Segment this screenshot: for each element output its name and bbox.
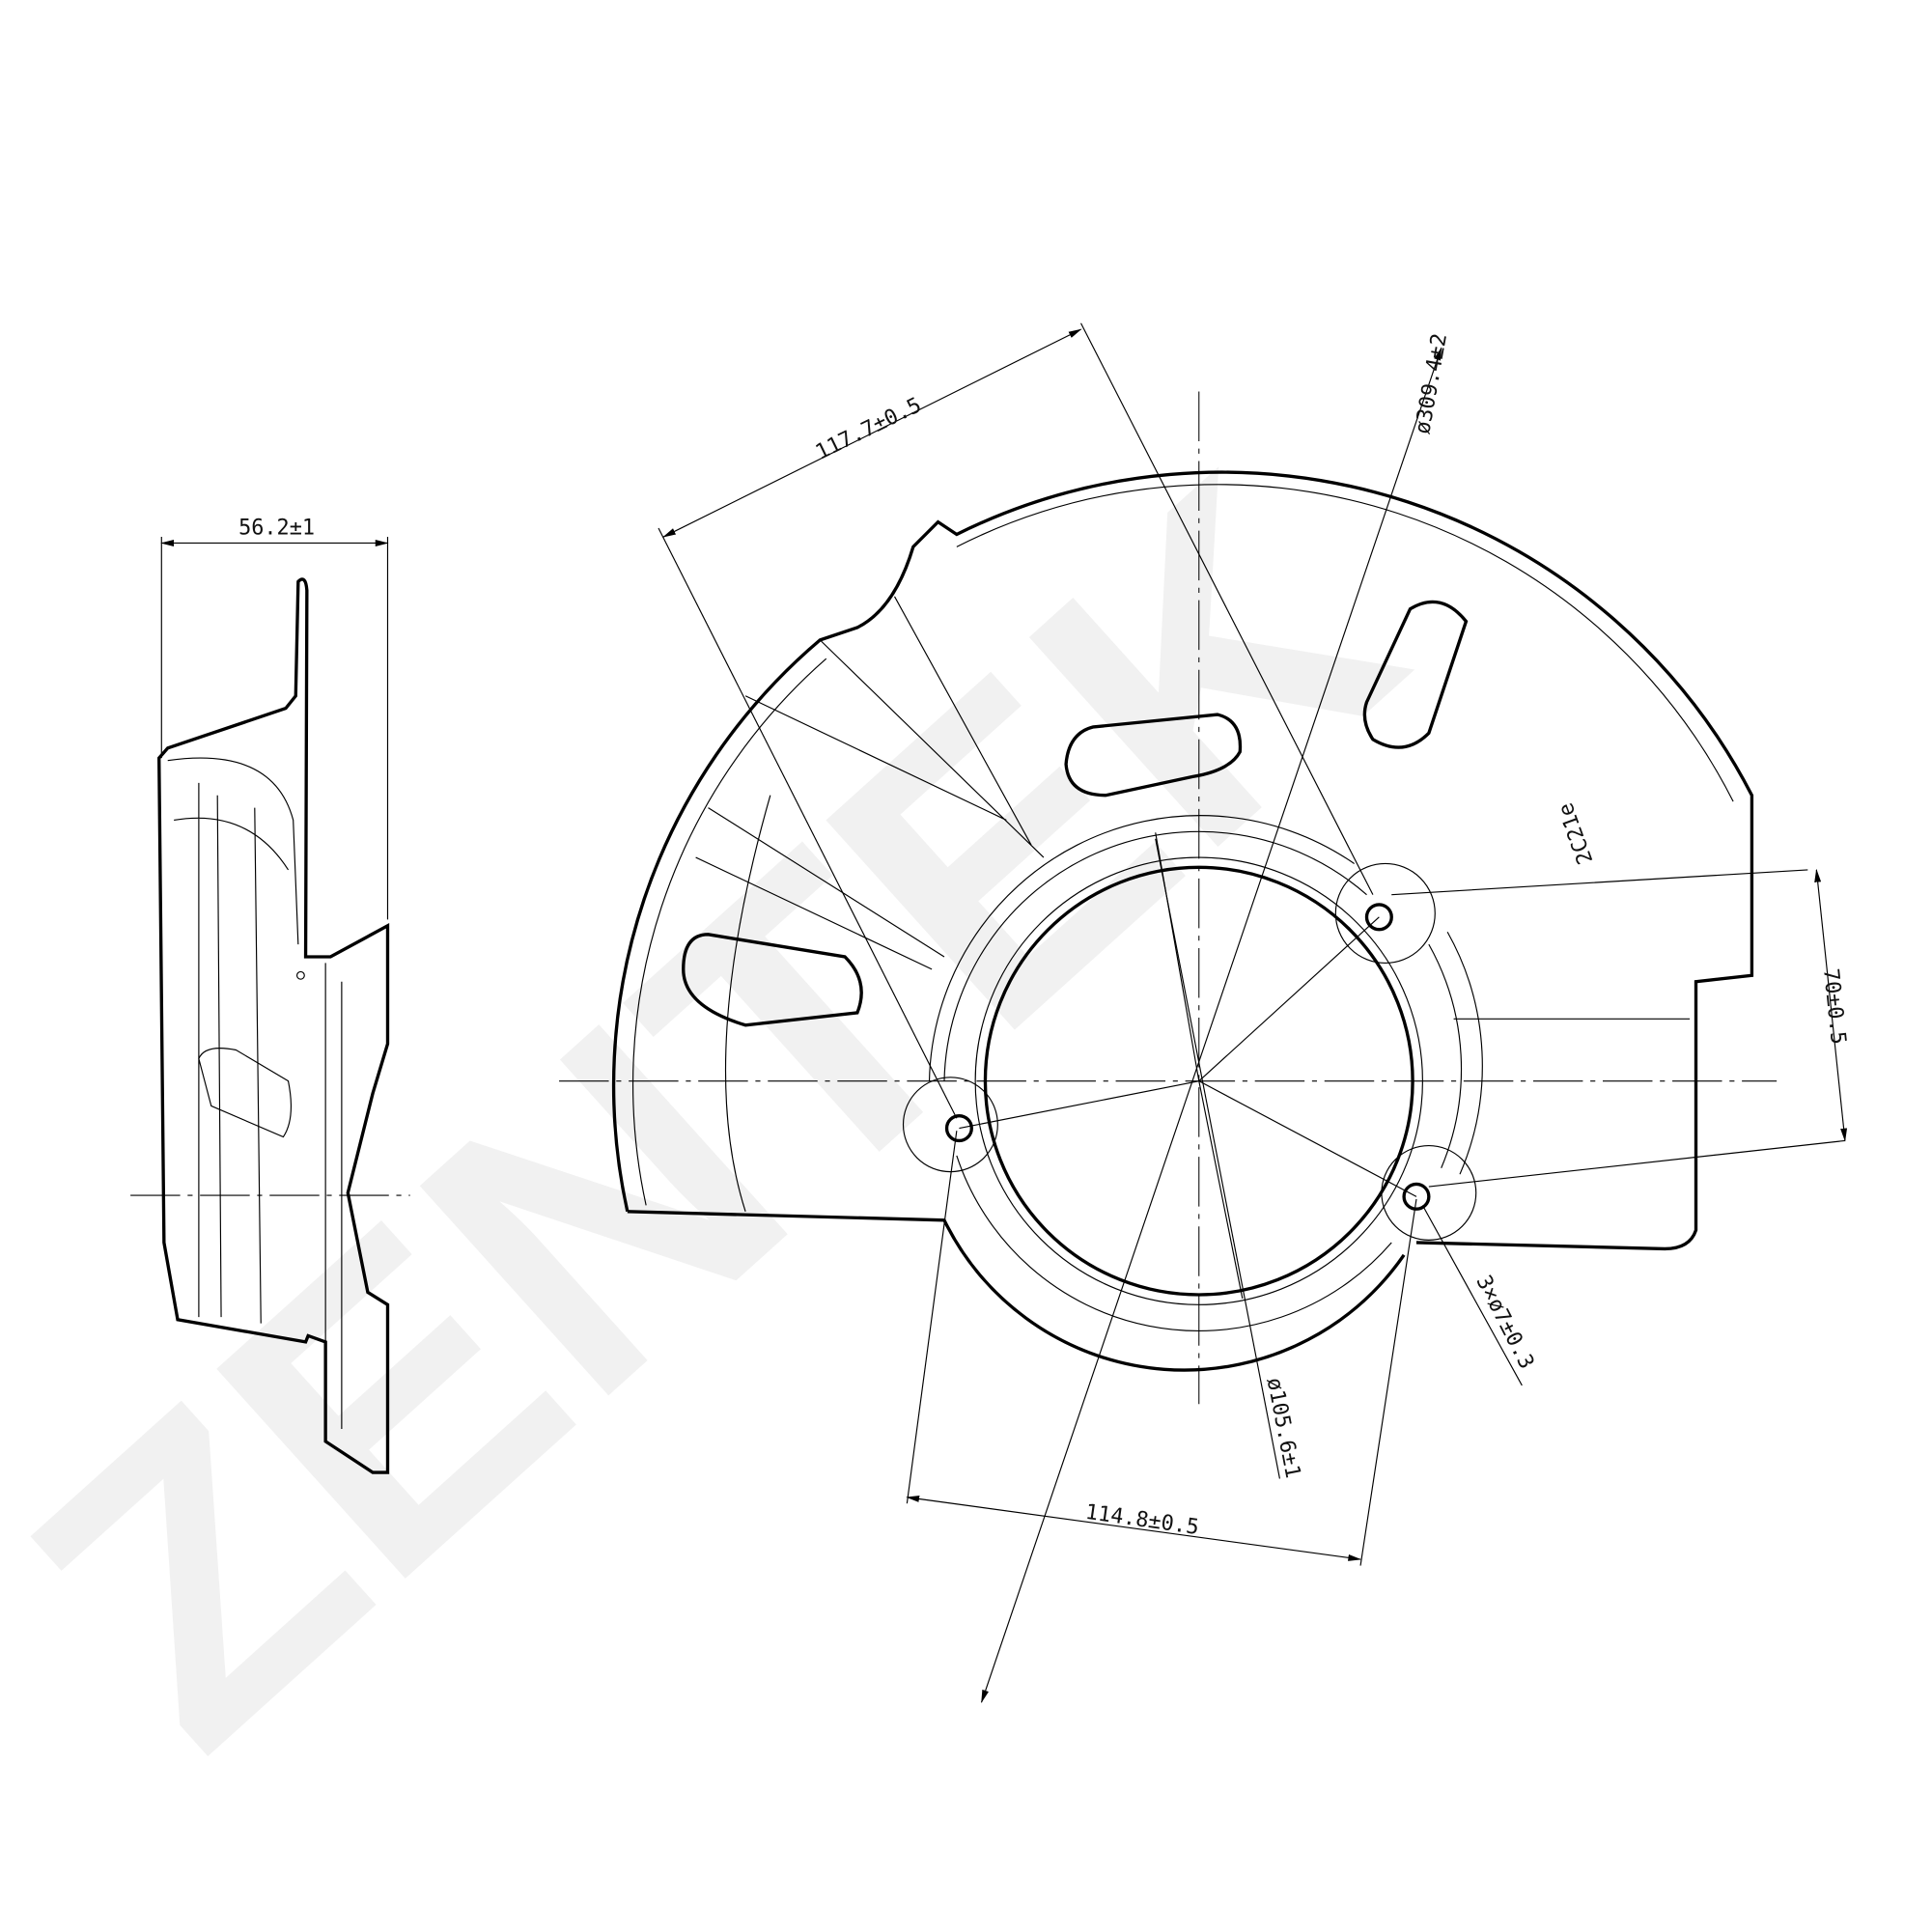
dim-bolt-holes: 3×ø7±0.3 bbox=[1470, 1272, 1538, 1373]
side-view: 56.2±1 bbox=[130, 516, 410, 1474]
dim-chord-top: 117.7±0.5 bbox=[812, 393, 925, 464]
dim-bolt-spacing: 114.8±0.5 bbox=[1084, 1500, 1201, 1540]
dim-side-width: 56.2±1 bbox=[238, 516, 315, 540]
dim-outer-diameter: ø309.4±2 bbox=[1411, 332, 1452, 436]
dim-bore-diameter: ø105.6±1 bbox=[1262, 1376, 1305, 1480]
dim-vertical-offset: 70±0.5 bbox=[1818, 967, 1850, 1046]
part-stamp: 2C21e bbox=[1554, 799, 1598, 867]
